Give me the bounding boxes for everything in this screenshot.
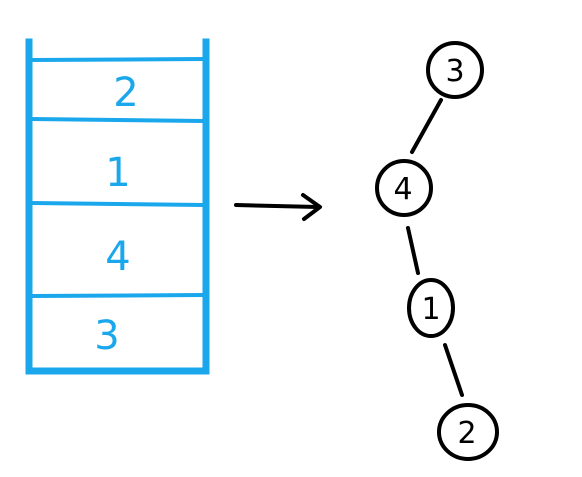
tree-edge (443, 343, 464, 397)
tree-node-label: 1 (421, 292, 440, 327)
tree-node-label: 2 (457, 416, 476, 451)
stack-cell-label: 1 (105, 150, 130, 196)
tree-node (426, 41, 484, 99)
stack-cell-label: 3 (94, 313, 119, 359)
stack-divider (29, 293, 206, 298)
tree-node-label: 4 (393, 172, 412, 207)
tree-nodes (375, 41, 499, 461)
stack-dividers (29, 57, 206, 298)
stack-frame (25, 38, 210, 375)
stack-divider (29, 201, 206, 207)
stack-cell-label: 4 (105, 234, 130, 280)
tree-edges (406, 98, 464, 397)
tree-edge (406, 226, 420, 275)
stack-divider (29, 117, 206, 123)
tree-node-label: 3 (445, 54, 464, 89)
right-arrow-icon (234, 193, 322, 221)
stack-divider (29, 57, 206, 62)
tree-node (407, 278, 455, 338)
stack-cell-label: 2 (113, 70, 138, 116)
tree-edge (410, 98, 443, 154)
tree-node (437, 403, 499, 461)
tree: 3 4 1 2 (375, 41, 499, 461)
tree-node (375, 159, 433, 217)
stack: 2 1 4 3 (25, 38, 210, 375)
